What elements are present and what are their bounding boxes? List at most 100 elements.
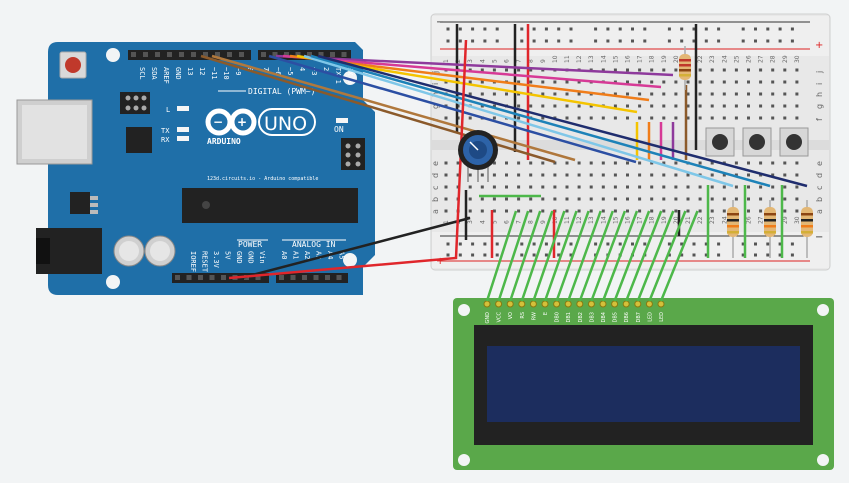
breadboard-hole[interactable]: [505, 92, 508, 96]
breadboard-hole[interactable]: [638, 173, 642, 177]
rail-hole[interactable]: [495, 39, 499, 43]
breadboard-hole[interactable]: [686, 173, 690, 177]
breadboard-hole[interactable]: [541, 185, 545, 189]
breadboard-hole[interactable]: [710, 80, 714, 84]
breadboard-hole[interactable]: [795, 104, 799, 108]
breadboard-hole[interactable]: [734, 197, 738, 201]
rail-hole[interactable]: [778, 27, 782, 31]
breadboard-hole[interactable]: [468, 197, 472, 201]
header-pin[interactable]: [325, 275, 330, 280]
breadboard-hole[interactable]: [541, 173, 545, 177]
wire-red-5v[interactable]: [228, 39, 468, 280]
breadboard-hole[interactable]: [650, 80, 654, 84]
breadboard-hole[interactable]: [747, 209, 750, 213]
breadboard-hole[interactable]: [613, 116, 617, 120]
breadboard-hole[interactable]: [613, 185, 617, 189]
breadboard-hole[interactable]: [553, 185, 557, 189]
rail-hole[interactable]: [606, 39, 610, 43]
rail-hole[interactable]: [643, 27, 647, 31]
breadboard-hole[interactable]: [710, 197, 714, 201]
header-pin[interactable]: [307, 52, 312, 57]
breadboard-hole[interactable]: [480, 92, 484, 96]
wire-green-lcd[interactable]: [509, 210, 542, 302]
breadboard-hole[interactable]: [468, 185, 472, 189]
breadboard-hole[interactable]: [638, 92, 642, 96]
breadboard-hole[interactable]: [529, 104, 533, 108]
breadboard-hole[interactable]: [674, 116, 678, 120]
lcd-pin[interactable]: [622, 300, 630, 308]
breadboard-hole[interactable]: [698, 104, 702, 108]
breadboard-hole[interactable]: [492, 68, 496, 72]
arduino-wires[interactable]: [200, 39, 808, 280]
breadboard-hole[interactable]: [734, 116, 738, 120]
icsp-header-usb[interactable]: [120, 92, 150, 114]
breadboard-hole[interactable]: [795, 197, 799, 201]
breadboard-hole[interactable]: [480, 80, 484, 84]
header-pin[interactable]: [302, 275, 307, 280]
breadboard-hole[interactable]: [722, 116, 726, 120]
breadboard-hole[interactable]: [722, 92, 726, 96]
rail-hole[interactable]: [778, 253, 782, 257]
breadboard-hole[interactable]: [626, 80, 629, 84]
breadboard-hole[interactable]: [553, 92, 557, 96]
rail-hole[interactable]: [471, 242, 475, 246]
rail-hole[interactable]: [520, 39, 524, 43]
breadboard-hole[interactable]: [517, 209, 521, 213]
wire-pink[interactable]: [282, 54, 662, 89]
header-pin[interactable]: [341, 52, 347, 57]
header-pin[interactable]: [313, 275, 319, 280]
rail-hole[interactable]: [741, 27, 745, 31]
breadboard-hole[interactable]: [444, 161, 448, 165]
rail-hole[interactable]: [520, 27, 524, 31]
rail-hole[interactable]: [471, 253, 475, 257]
header-pin[interactable]: [255, 275, 261, 280]
rail-hole[interactable]: [557, 253, 561, 257]
breadboard-hole[interactable]: [589, 197, 593, 201]
breadboard-hole[interactable]: [529, 80, 533, 84]
breadboard-hole[interactable]: [444, 173, 448, 177]
breadboard-hole[interactable]: [565, 161, 569, 165]
breadboard-hole[interactable]: [638, 209, 642, 213]
lcd-pin[interactable]: [645, 300, 653, 308]
breadboard-hole[interactable]: [541, 116, 545, 120]
breadboard-hole[interactable]: [444, 116, 448, 120]
rail-hole[interactable]: [790, 27, 794, 31]
breadboard-hole[interactable]: [638, 185, 642, 189]
breadboard-hole[interactable]: [492, 161, 496, 165]
breadboard-hole[interactable]: [698, 92, 702, 96]
breadboard-hole[interactable]: [505, 209, 508, 213]
wire-green-lcd[interactable]: [578, 210, 614, 302]
rail-hole[interactable]: [631, 242, 634, 246]
breadboard-hole[interactable]: [541, 92, 545, 96]
breadboard-hole[interactable]: [710, 185, 714, 189]
rail-hole[interactable]: [495, 27, 499, 31]
lcd-pin[interactable]: [541, 300, 549, 308]
rail-hole[interactable]: [766, 39, 770, 43]
icsp-header-main[interactable]: [341, 138, 365, 170]
rail-hole[interactable]: [520, 242, 524, 246]
wire-green-lcd[interactable]: [485, 210, 518, 302]
header-pin[interactable]: [179, 52, 184, 57]
lcd-pin[interactable]: [483, 300, 491, 308]
breadboard-hole[interactable]: [662, 173, 666, 177]
breadboard-hole[interactable]: [577, 185, 581, 189]
header-pin[interactable]: [209, 275, 215, 280]
wire-green-lcd[interactable]: [532, 210, 566, 302]
breadboard-hole[interactable]: [710, 173, 714, 177]
lcd-wires[interactable]: [485, 210, 699, 302]
breadboard-hole[interactable]: [686, 185, 690, 189]
breadboard-hole[interactable]: [759, 104, 763, 108]
breadboard-hole[interactable]: [710, 161, 714, 165]
wire-green-lcd[interactable]: [567, 210, 602, 302]
breadboard-hole[interactable]: [759, 209, 763, 213]
breadboard-hole[interactable]: [662, 161, 666, 165]
lcd-pins[interactable]: [483, 300, 665, 308]
breadboard-hole[interactable]: [795, 80, 799, 84]
breadboard-hole[interactable]: [553, 104, 557, 108]
rail-hole[interactable]: [557, 39, 561, 43]
breadboard-hole[interactable]: [468, 80, 472, 84]
breadboard-hole[interactable]: [577, 116, 581, 120]
breadboard-hole[interactable]: [734, 185, 738, 189]
breadboard-hole[interactable]: [783, 80, 787, 84]
wire-green-lcd[interactable]: [555, 210, 590, 302]
